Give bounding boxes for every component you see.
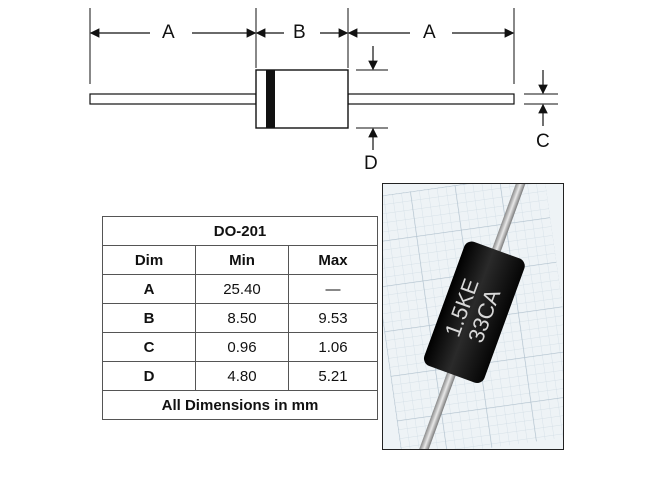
dimension-label-a-right: A — [417, 23, 442, 43]
dimension-label-a-left: A — [156, 23, 181, 43]
lead-wire-left — [89, 93, 257, 105]
column-header-dim: Dim — [102, 245, 196, 275]
table-header-row: Dim Min Max — [102, 245, 378, 275]
cell-dim: D — [102, 361, 196, 391]
cell-max: — — [288, 274, 378, 304]
dimension-label-c: C — [530, 132, 556, 152]
table-row: A 25.40 — — [102, 274, 378, 304]
dimension-label-d: D — [358, 154, 384, 174]
cell-min: 8.50 — [195, 303, 289, 333]
table-footer-row: All Dimensions in mm — [102, 390, 378, 420]
dimensions-table: DO-201 Dim Min Max A 25.40 — B 8.50 9.53… — [102, 216, 378, 420]
units-note: All Dimensions in mm — [102, 390, 378, 420]
table-row: D 4.80 5.21 — [102, 361, 378, 391]
photo-diode-body — [423, 241, 525, 383]
cell-min: 25.40 — [195, 274, 289, 304]
table-row: B 8.50 9.53 — [102, 303, 378, 333]
table-title-row: DO-201 — [102, 216, 378, 246]
lead-wire-right — [347, 93, 515, 105]
cell-min: 4.80 — [195, 361, 289, 391]
cell-max: 1.06 — [288, 332, 378, 362]
package-title: DO-201 — [102, 216, 378, 246]
cathode-band — [266, 70, 275, 128]
dimension-label-b: B — [287, 23, 312, 43]
component-photo: 1.5KE 33CA — [382, 183, 564, 450]
cell-dim: B — [102, 303, 196, 333]
column-header-min: Min — [195, 245, 289, 275]
package-outline-drawing — [89, 8, 558, 150]
cell-max: 9.53 — [288, 303, 378, 333]
cell-max: 5.21 — [288, 361, 378, 391]
cell-min: 0.96 — [195, 332, 289, 362]
column-header-max: Max — [288, 245, 378, 275]
photo-lead-top — [482, 184, 533, 278]
cell-dim: C — [102, 332, 196, 362]
cell-dim: A — [102, 274, 196, 304]
photo-lead-bottom — [410, 349, 464, 449]
table-row: C 0.96 1.06 — [102, 332, 378, 362]
